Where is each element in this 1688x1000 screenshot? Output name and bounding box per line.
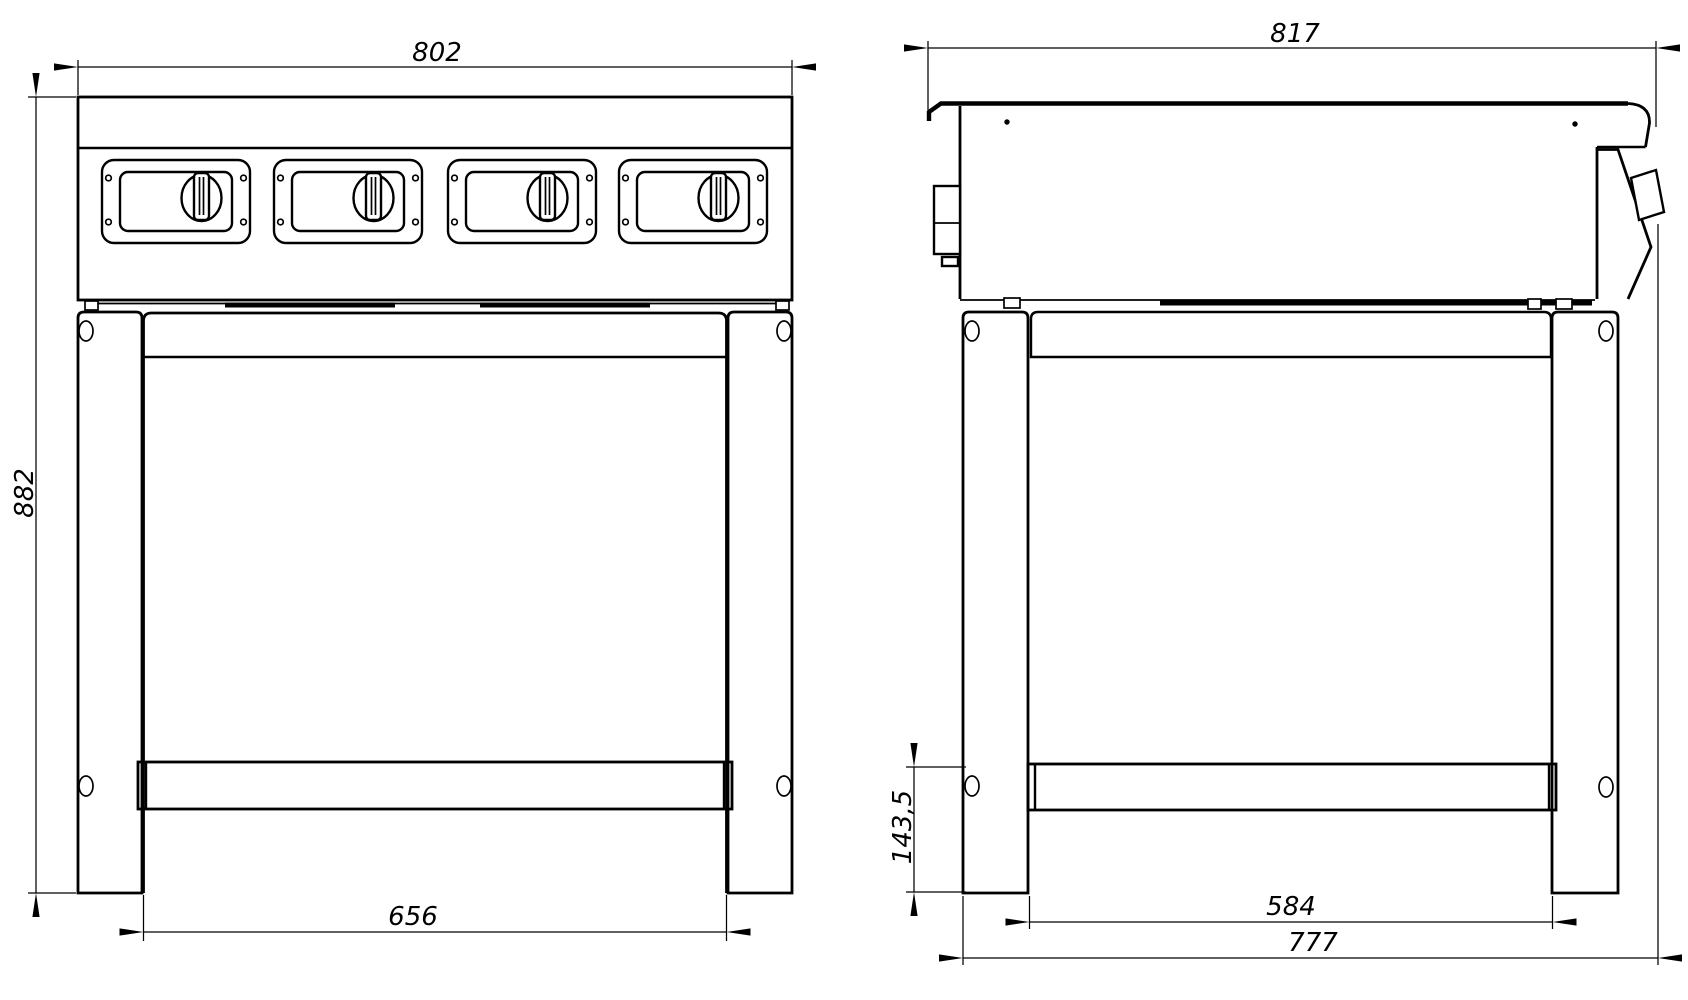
- dim-label-side-total-depth: 777: [1288, 928, 1338, 958]
- side-underbody-tab: [1003, 297, 1021, 309]
- control-panel: [617, 158, 769, 245]
- side-back-leg: [961, 310, 1030, 895]
- bolt-hole: [78, 775, 94, 797]
- front-right-leg: [726, 310, 794, 895]
- front-view: 802 882 656: [10, 38, 816, 941]
- dimension-side-depth: 817: [904, 19, 1680, 127]
- dimension-front-width: 802: [54, 38, 816, 95]
- dim-label-side-leg-span: 584: [1266, 892, 1316, 922]
- side-knob-panel: [1597, 148, 1653, 300]
- side-lower-rail: [1029, 310, 1553, 359]
- dimension-side-frame-height: 143,5: [888, 743, 966, 916]
- bolt-hole: [78, 320, 94, 342]
- screw-dot: [1572, 121, 1578, 127]
- dim-label-side-depth: 817: [1270, 19, 1320, 49]
- bolt-hole: [964, 320, 980, 342]
- control-panel: [272, 158, 424, 245]
- dimension-side-total-depth: 777: [939, 224, 1682, 965]
- side-knob-icon: [1629, 168, 1666, 222]
- dimension-front-height: 882: [10, 73, 76, 917]
- dim-label-front-base: 656: [388, 902, 438, 932]
- bolt-hole: [776, 775, 792, 797]
- side-underbody-tab: [1555, 298, 1573, 310]
- terminal-box: [932, 184, 962, 268]
- dim-label-side-frame-height: 143,5: [888, 790, 918, 864]
- bolt-hole: [1598, 320, 1614, 342]
- front-crossbar: [136, 760, 734, 811]
- dimension-side-leg-span: 584: [1005, 892, 1577, 929]
- bolt-hole: [1598, 776, 1614, 798]
- front-underbody-strip: [84, 300, 790, 311]
- control-panel: [446, 158, 598, 245]
- side-countertop: [926, 101, 1628, 121]
- front-left-leg: [76, 310, 144, 895]
- control-panel: [100, 158, 252, 245]
- side-underbody-tab: [1527, 298, 1542, 310]
- dim-label-front-height: 882: [10, 468, 40, 518]
- side-view: 817 143,5 584 777: [888, 19, 1682, 965]
- side-crossbar: [1026, 762, 1558, 812]
- side-countertop-front-edge: [1627, 102, 1651, 148]
- control-panels: [100, 158, 769, 245]
- front-lower-panel: [142, 311, 728, 893]
- dim-label-front-width: 802: [412, 38, 462, 68]
- bolt-hole: [964, 775, 980, 797]
- bolt-hole: [776, 320, 792, 342]
- screw-dot: [1004, 119, 1010, 125]
- side-front-leg: [1550, 310, 1620, 895]
- dimension-front-base: 656: [119, 895, 751, 941]
